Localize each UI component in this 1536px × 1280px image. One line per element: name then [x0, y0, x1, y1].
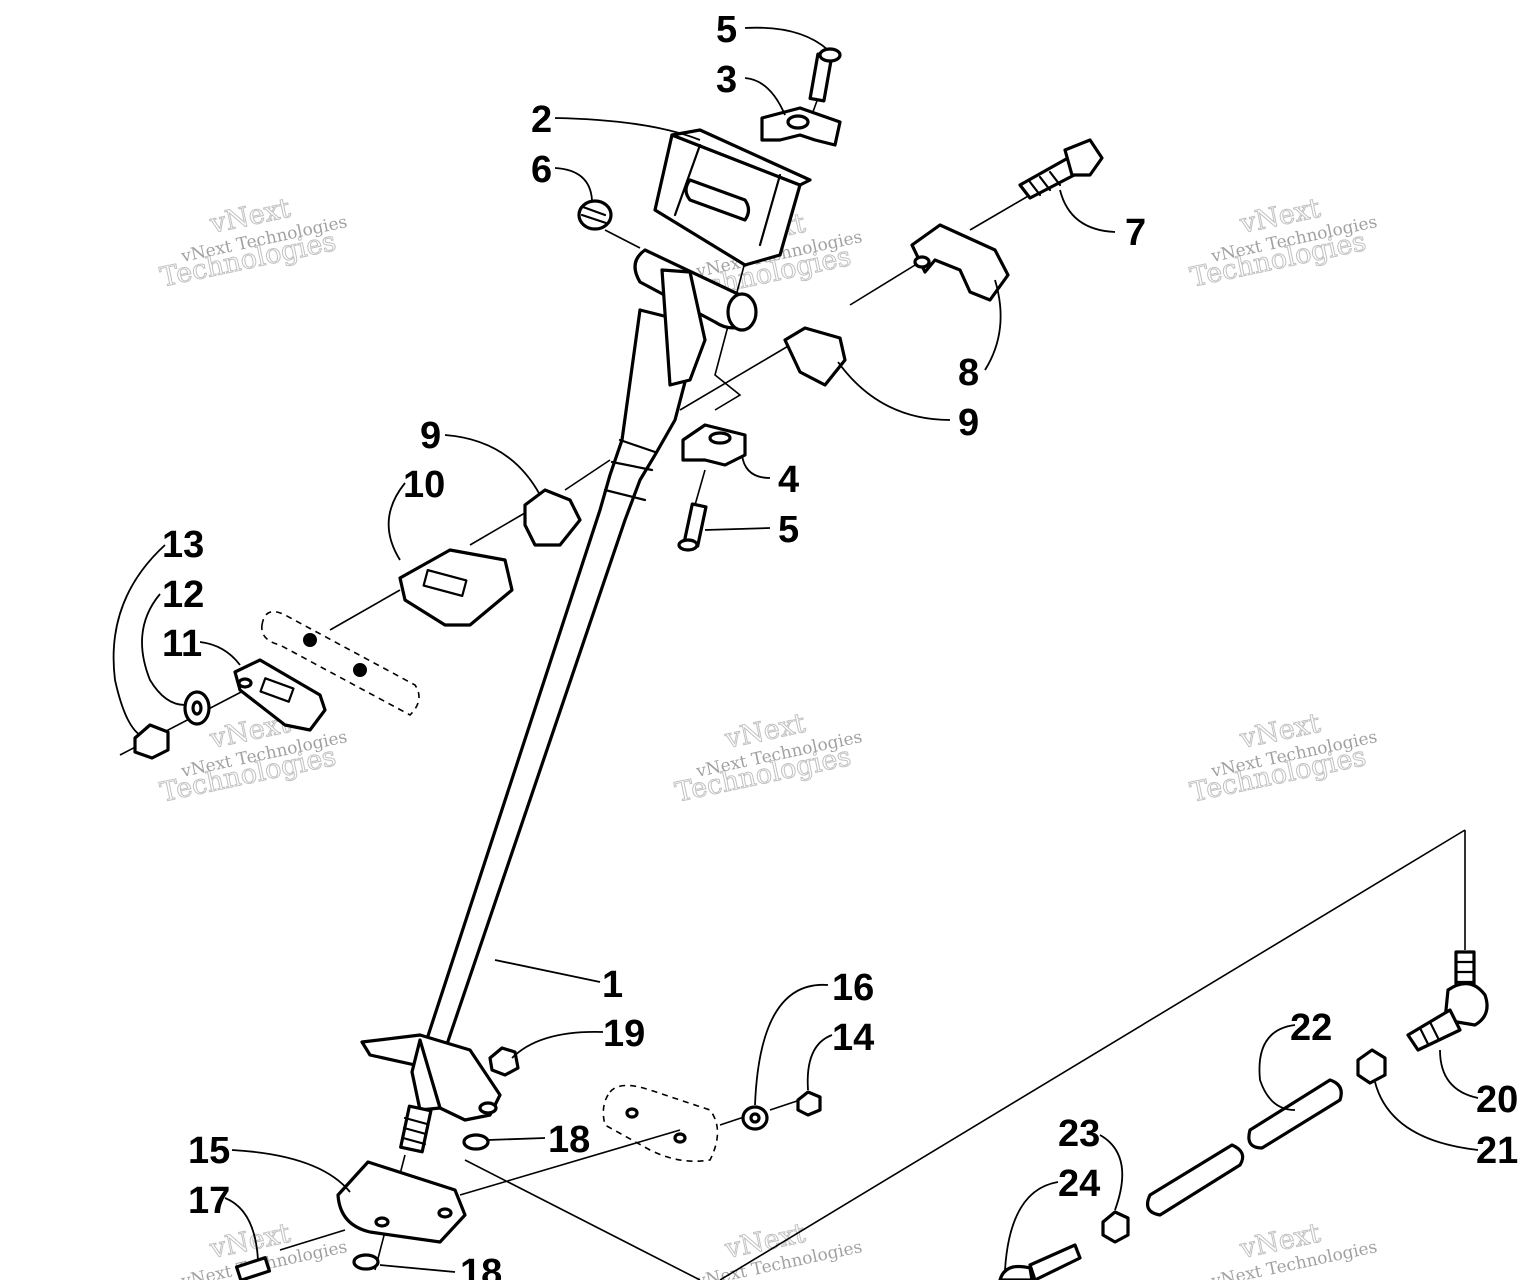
- bushing-right: [783, 326, 847, 387]
- watermark-5: vNext vNext Technologies Technologies: [672, 707, 864, 809]
- steering-post: [360, 248, 758, 1154]
- lower-clamp-block: [398, 548, 514, 627]
- handlebar-outline: [261, 610, 420, 716]
- watermark-1: vNext vNext Technologies Technologies: [157, 192, 349, 294]
- callout-23: 23: [1058, 1113, 1100, 1155]
- lower-clamp: [681, 423, 747, 467]
- washer-right: [741, 1105, 769, 1131]
- watermark-8: vNext vNext Technologies: [694, 1217, 864, 1280]
- callout-9b: 9: [420, 415, 441, 457]
- clamp-cap: [910, 223, 1010, 302]
- washer-18b: [352, 1253, 380, 1271]
- watermark-3: vNext vNext Technologies Technologies: [1187, 192, 1379, 294]
- callout-15: 15: [188, 1130, 230, 1172]
- watermark-9: vNext vNext Technologies: [1209, 1217, 1379, 1280]
- callout-labels: 1 2 3 4 5 5 6 7 8 9 9 10 11 12 13 14 15 …: [162, 9, 1518, 1280]
- washer-18a: [462, 1133, 490, 1151]
- screw-lower: [234, 1256, 272, 1280]
- tie-rod: [1146, 1078, 1343, 1217]
- callout-12: 12: [162, 574, 204, 616]
- steering-stop-plate: [336, 1160, 467, 1244]
- jam-nut-left: [1101, 1210, 1130, 1244]
- leader-lines: [112, 26, 1479, 1273]
- lock-nut: [796, 1090, 822, 1117]
- retainer-plate: [233, 658, 327, 732]
- callout-9a: 9: [958, 402, 979, 444]
- cap-nut: [488, 1046, 520, 1077]
- callout-14: 14: [832, 1017, 874, 1059]
- callout-2: 2: [531, 99, 552, 141]
- callout-10: 10: [403, 464, 445, 506]
- callout-8: 8: [958, 352, 979, 394]
- callout-5a: 5: [716, 9, 737, 51]
- plug: [577, 199, 613, 231]
- callout-1: 1: [602, 964, 623, 1006]
- bushing-left: [523, 488, 582, 547]
- nut-upper: [133, 723, 170, 760]
- tie-rod-end-left: [998, 1243, 1082, 1280]
- bolt: [1018, 138, 1104, 200]
- callout-16: 16: [832, 967, 874, 1009]
- callout-4: 4: [778, 459, 799, 501]
- callout-6: 6: [531, 149, 552, 191]
- cap-screw-top: [808, 47, 842, 103]
- cap-screw-bottom: [677, 502, 708, 552]
- callout-5b: 5: [778, 509, 799, 551]
- callout-3: 3: [716, 59, 737, 101]
- callout-20: 20: [1476, 1079, 1518, 1121]
- callout-21: 21: [1476, 1130, 1518, 1172]
- callout-17: 17: [188, 1180, 230, 1222]
- callout-11: 11: [162, 623, 202, 665]
- handlebar-block: [653, 128, 812, 267]
- callout-18b: 18: [460, 1252, 502, 1280]
- watermark-6: vNext vNext Technologies Technologies: [1187, 707, 1379, 809]
- frame-bracket-outline: [602, 1084, 719, 1163]
- tie-rod-end: [1406, 950, 1489, 1052]
- callout-24: 24: [1058, 1163, 1100, 1205]
- upper-clamp: [760, 106, 842, 147]
- callout-13: 13: [162, 524, 204, 566]
- callout-22: 22: [1290, 1007, 1332, 1049]
- callout-7: 7: [1125, 212, 1146, 254]
- callout-19: 19: [603, 1013, 645, 1055]
- washer-upper: [183, 690, 211, 726]
- callout-18a: 18: [548, 1119, 590, 1161]
- jam-nut-right: [1356, 1048, 1387, 1085]
